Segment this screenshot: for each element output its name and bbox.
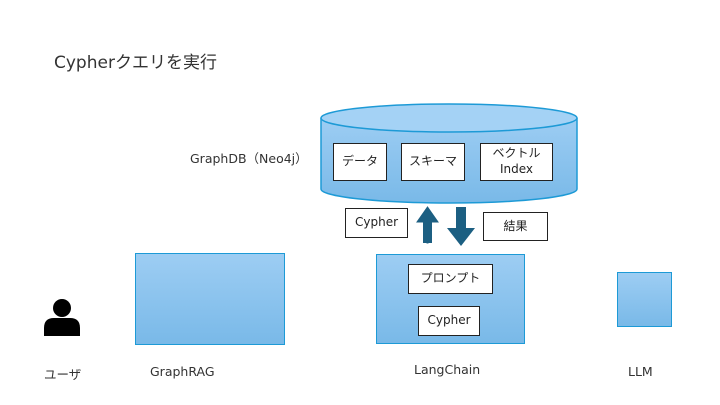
graphdb-item-schema[interactable]: スキーマ — [401, 143, 465, 181]
person-icon — [44, 299, 80, 336]
page-title: Cypherクエリを実行 — [54, 53, 217, 73]
arrow-down-icon — [447, 207, 475, 246]
result-label: 結果 — [483, 212, 548, 241]
cypher-query-label: Cypher — [345, 208, 408, 238]
graphdb-item-vector-index[interactable]: ベクトル Index — [480, 143, 553, 181]
arrow-up-body — [420, 207, 437, 243]
llm-box[interactable] — [617, 272, 672, 327]
llm-label: LLM — [628, 364, 653, 379]
langchain-item-cypher[interactable]: Cypher — [418, 306, 480, 336]
graphrag-box[interactable] — [135, 253, 285, 345]
graphdb-item-data[interactable]: データ — [333, 143, 387, 181]
graphdb-label: GraphDB（Neo4j） — [190, 151, 308, 166]
langchain-label: LangChain — [414, 362, 481, 377]
langchain-item-prompt[interactable]: プロンプト — [408, 264, 493, 294]
user-label: ユーザ — [44, 367, 82, 382]
graphrag-label: GraphRAG — [150, 364, 215, 379]
